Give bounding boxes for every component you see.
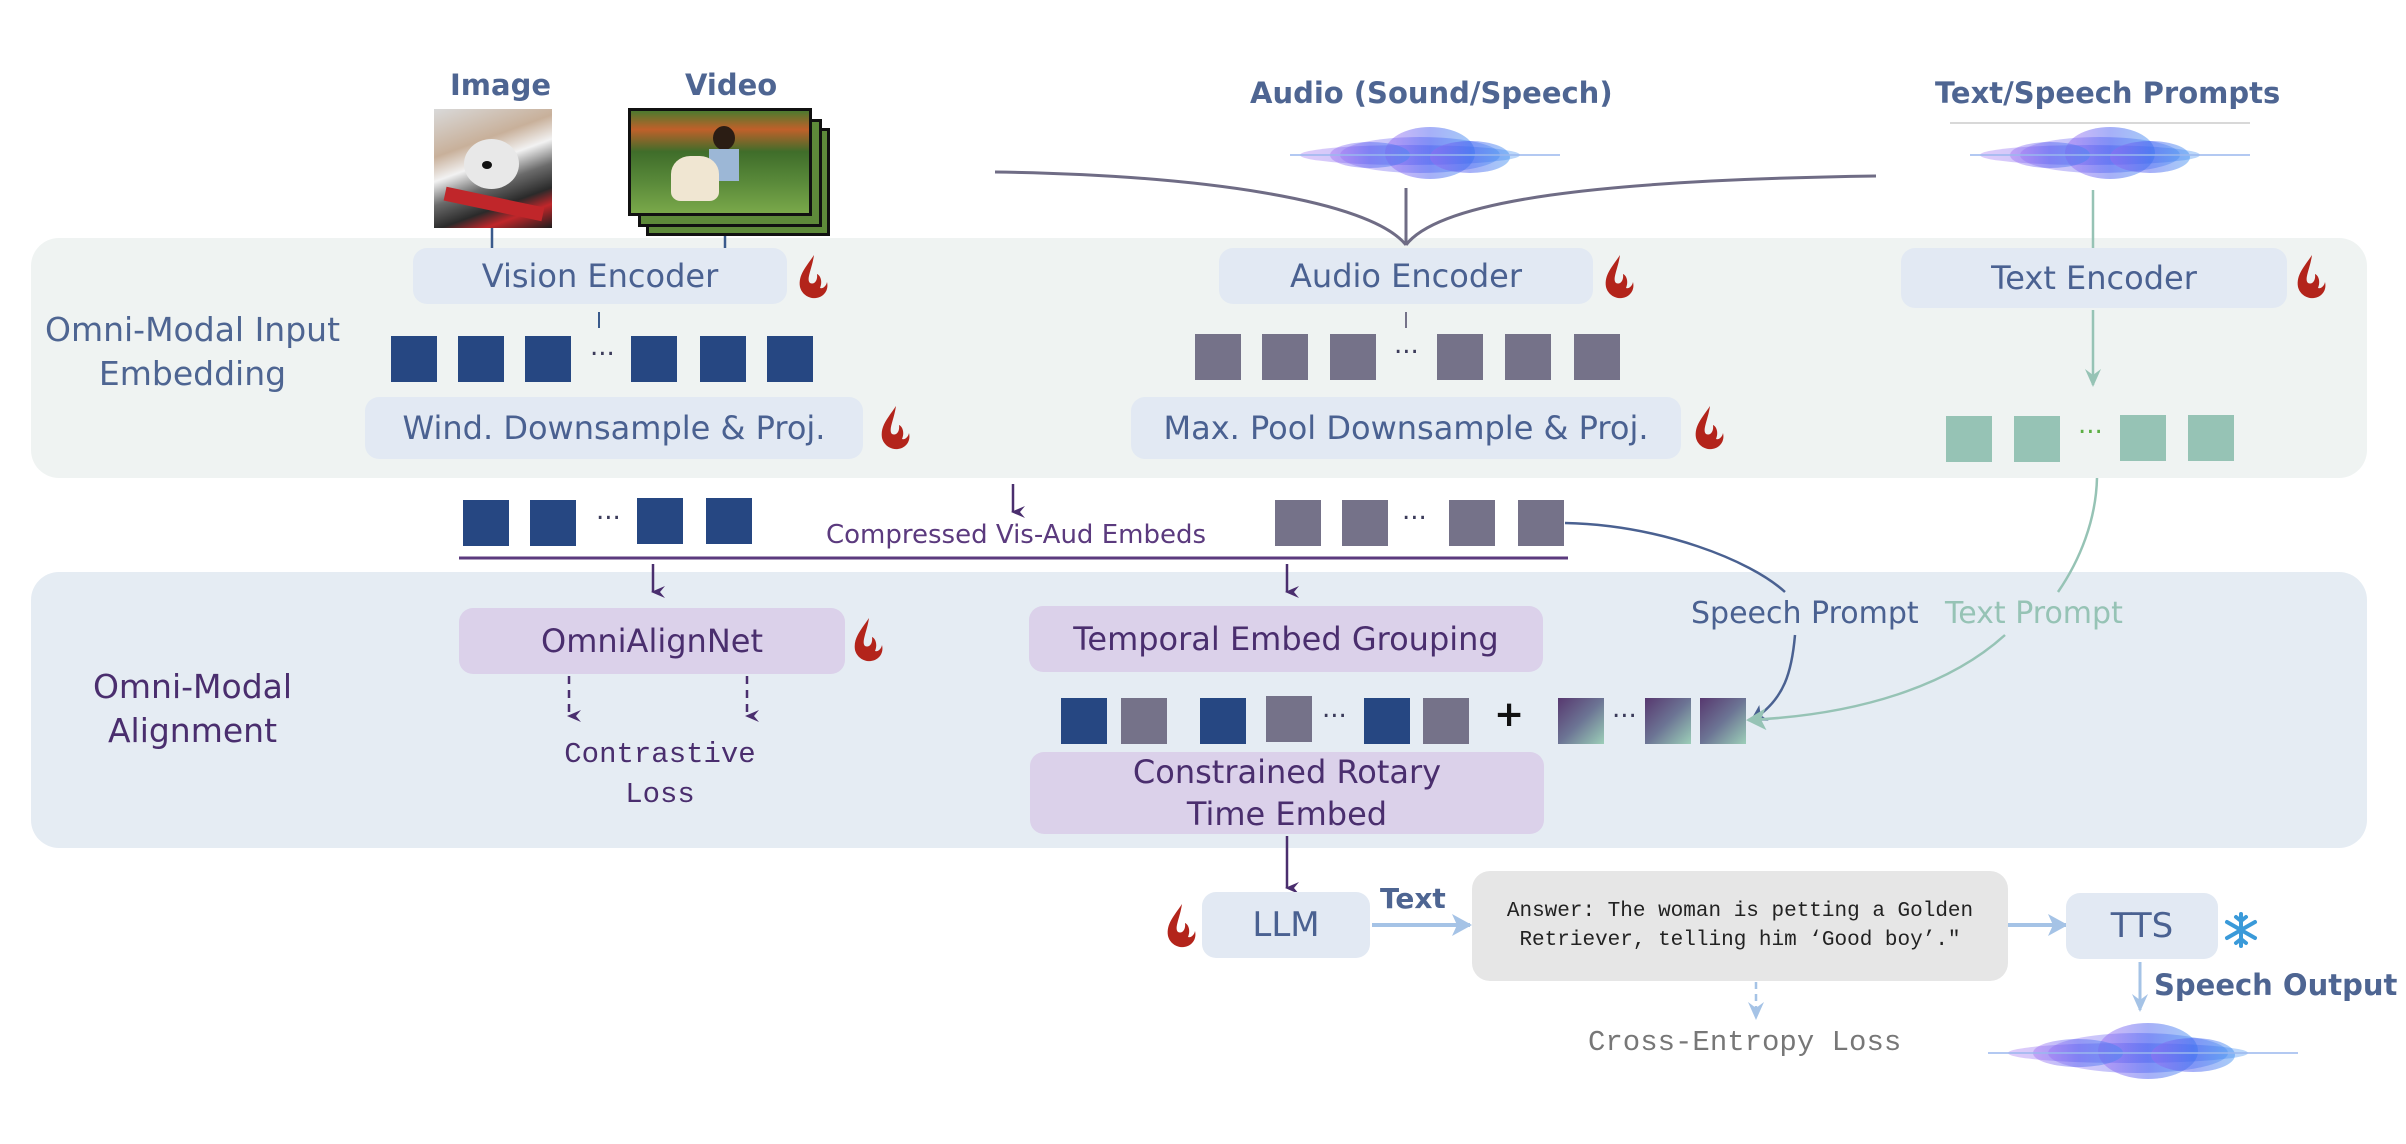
vision-token: [458, 336, 504, 382]
interleaved-vision-token: [1200, 698, 1246, 744]
cross-entropy-label: Cross-Entropy Loss: [1588, 1026, 1902, 1059]
speech-output-waveform-icon: [1988, 1023, 2298, 1079]
interleaved-audio-token: [1423, 698, 1469, 744]
interleaved-vision-token: [1364, 698, 1410, 744]
prompt-waveform-icon: [1970, 127, 2250, 179]
plus-sign: +: [1494, 694, 1525, 735]
llm-box[interactable]: LLM: [1202, 892, 1370, 958]
vision-token: [700, 336, 746, 382]
temporal-grouping-box[interactable]: Temporal Embed Grouping: [1029, 606, 1543, 672]
text-token: [2188, 415, 2234, 461]
rotary-line2: Time Embed: [1186, 795, 1388, 833]
compressed-audio-token: [1342, 500, 1388, 546]
dog-image-thumbnail: [434, 109, 552, 228]
audio-waveform-icon: [1290, 127, 1560, 179]
text-token: [2120, 415, 2166, 461]
alignment-label-line1: Omni-Modal: [92, 667, 293, 706]
contrastive-loss-line2: Loss: [625, 778, 695, 811]
audio-label: Audio (Sound/Speech): [1250, 76, 1613, 110]
alignment-label-line2: Alignment: [107, 711, 278, 750]
answer-box: Answer: The woman is petting a Golden Re…: [1472, 871, 2008, 981]
audio-downsample-box[interactable]: Max. Pool Downsample & Proj.: [1131, 397, 1681, 459]
input-embedding-label: Omni-Modal Input Embedding: [40, 308, 345, 396]
tts-box[interactable]: TTS: [2066, 893, 2218, 959]
prompt-token: [1645, 698, 1691, 744]
flame-icon: [881, 406, 910, 450]
answer-line2: Retriever, telling him ‘Good boy’.": [1519, 929, 1961, 952]
compressed-vision-token: [530, 500, 576, 546]
compressed-label: Compressed Vis-Aud Embeds: [826, 520, 1206, 550]
flame-icon: [1167, 904, 1196, 948]
audio-token: [1195, 334, 1241, 380]
prompt-token: [1558, 698, 1604, 744]
compressed-audio-ellipsis: ...: [1402, 496, 1427, 526]
audio-merge-left-curve: [994, 170, 1408, 246]
flame-icon: [799, 255, 828, 299]
text-output-label: Text: [1380, 882, 1446, 915]
compressed-vision-token: [463, 500, 509, 546]
video-frame-front: [628, 108, 812, 216]
text-prompt-label: Text Prompt: [1945, 596, 2123, 631]
compressed-vision-token: [706, 498, 752, 544]
text-prompt-curve: [2056, 477, 2099, 593]
audio-encoder-box[interactable]: Audio Encoder: [1219, 248, 1593, 304]
text-encoder-box[interactable]: Text Encoder: [1901, 248, 2287, 308]
compressed-audio-token: [1518, 500, 1564, 546]
audio-token-ellipsis: ...: [1394, 330, 1419, 360]
rotary-time-embed-box[interactable]: Constrained Rotary Time Embed: [1030, 752, 1544, 834]
contrastive-loss-label: Contrastive Loss: [520, 735, 800, 815]
prompt-token: [1700, 698, 1746, 744]
interleaved-ellipsis: ...: [1322, 694, 1347, 724]
flame-icon: [1695, 406, 1724, 450]
snowflake-icon: [2225, 912, 2257, 948]
flame-icon: [1605, 255, 1634, 299]
vision-token-ellipsis: ...: [590, 332, 615, 362]
compressed-vision-ellipsis: ...: [596, 496, 621, 526]
vision-encoder-box[interactable]: Vision Encoder: [413, 248, 787, 304]
interleaved-audio-token: [1266, 696, 1312, 742]
vision-token: [525, 336, 571, 382]
vision-token: [391, 336, 437, 382]
text-token: [1946, 416, 1992, 462]
flame-icon: [2297, 255, 2326, 299]
vision-downsample-box[interactable]: Wind. Downsample & Proj.: [365, 397, 863, 459]
compressed-audio-token: [1275, 500, 1321, 546]
compressed-audio-token: [1449, 500, 1495, 546]
video-label: Video: [685, 68, 778, 102]
alignment-label: Omni-Modal Alignment: [40, 665, 345, 753]
speech-output-label: Speech Output: [2154, 968, 2398, 1002]
audio-token: [1574, 334, 1620, 380]
speech-prompt-label: Speech Prompt: [1691, 596, 1919, 631]
input-embedding-label-line1: Omni-Modal Input: [44, 310, 341, 349]
interleaved-audio-token: [1121, 698, 1167, 744]
text-token-ellipsis: ...: [2078, 410, 2103, 440]
prompt-token-ellipsis: ...: [1612, 694, 1637, 724]
contrastive-loss-line1: Contrastive: [564, 738, 756, 771]
flame-icon: [854, 618, 883, 662]
vision-token: [767, 336, 813, 382]
compressed-vision-token: [637, 498, 683, 544]
prompts-label: Text/Speech Prompts: [1935, 76, 2281, 110]
input-embedding-label-line2: Embedding: [98, 354, 287, 393]
vision-token: [631, 336, 677, 382]
answer-line1: Answer: The woman is petting a Golden: [1506, 900, 1974, 923]
omnialignnet-box[interactable]: OmniAlignNet: [459, 608, 845, 674]
text-token: [2014, 416, 2060, 462]
audio-merge-right-curve: [1404, 174, 1877, 246]
rotary-line1: Constrained Rotary: [1132, 753, 1442, 791]
audio-token: [1330, 334, 1376, 380]
audio-token: [1262, 334, 1308, 380]
audio-token: [1505, 334, 1551, 380]
interleaved-vision-token: [1061, 698, 1107, 744]
speech-prompt-curve: [1564, 521, 1786, 593]
audio-token: [1437, 334, 1483, 380]
image-label: Image: [450, 68, 552, 102]
